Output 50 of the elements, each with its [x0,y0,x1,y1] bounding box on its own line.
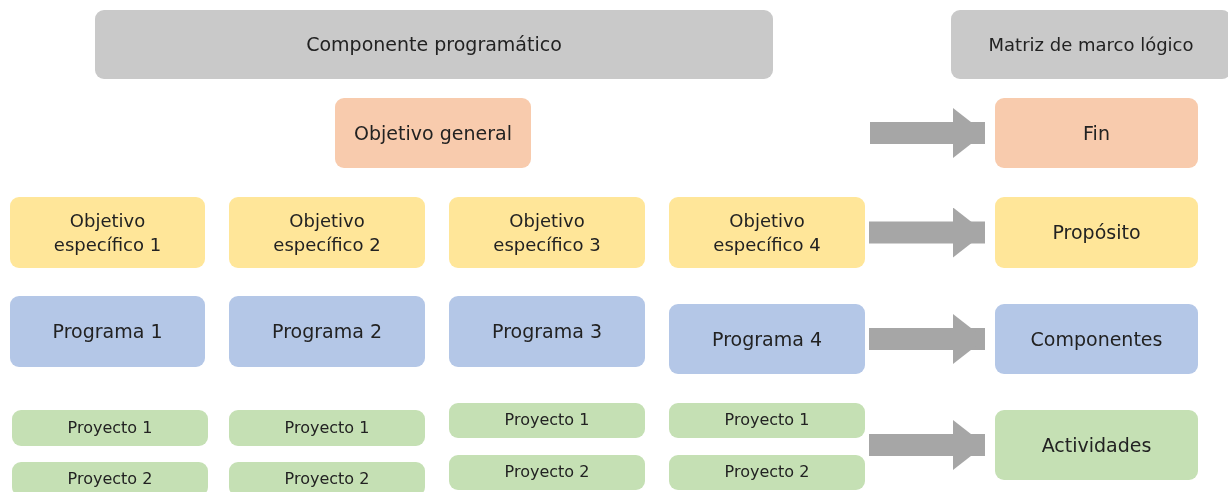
logframe-box [995,197,1198,268]
box-label: Fin [1083,120,1110,146]
box-label: Objetivo general [354,120,512,146]
box-label: Componentes [1030,326,1163,352]
box-label: Objetivo específico 2 [272,209,382,256]
box-label: Componente programático [306,32,562,57]
logframe-box [995,410,1198,480]
block-arrow [869,207,985,258]
objective-box [335,98,531,168]
box-label: Proyecto 1 [67,417,153,439]
box-label: Programa 2 [272,319,382,344]
program-box [449,296,645,367]
project-box [669,403,865,438]
box-label: Programa 4 [712,326,822,352]
program-box [669,304,865,374]
objective-box [669,197,865,268]
project-box [669,455,865,490]
objective-box [449,197,645,268]
objective-box [10,197,205,268]
project-box [229,462,425,492]
box-label: Proyecto 1 [284,417,370,439]
header-band [95,10,773,79]
box-label: Propósito [1052,220,1141,245]
box-label: Proyecto 2 [724,462,810,483]
box-label: Proyecto 1 [504,410,590,431]
program-box [229,296,425,367]
box-label: Objetivo específico 1 [52,209,163,256]
project-box [12,410,208,446]
box-label: Programa 1 [52,319,163,344]
project-box [12,462,208,492]
project-box [449,403,645,438]
objective-box [229,197,425,268]
block-arrow [869,420,985,470]
box-label: Objetivo específico 3 [492,209,602,256]
project-box [229,410,425,446]
box-label: Proyecto 1 [724,410,810,431]
box-label: Matriz de marco lógico [988,32,1194,57]
project-box [449,455,645,490]
box-label: Proyecto 2 [67,468,153,490]
box-label: Objetivo específico 4 [712,209,822,256]
box-label: Actividades [1041,432,1152,458]
header-band [951,10,1228,79]
program-box [10,296,205,367]
box-label: Programa 3 [492,319,602,344]
logframe-box [995,98,1198,168]
block-arrow [869,314,985,364]
logframe-box [995,304,1198,374]
box-label: Proyecto 2 [504,462,590,483]
block-arrow [870,108,985,158]
box-label: Proyecto 2 [284,468,370,490]
